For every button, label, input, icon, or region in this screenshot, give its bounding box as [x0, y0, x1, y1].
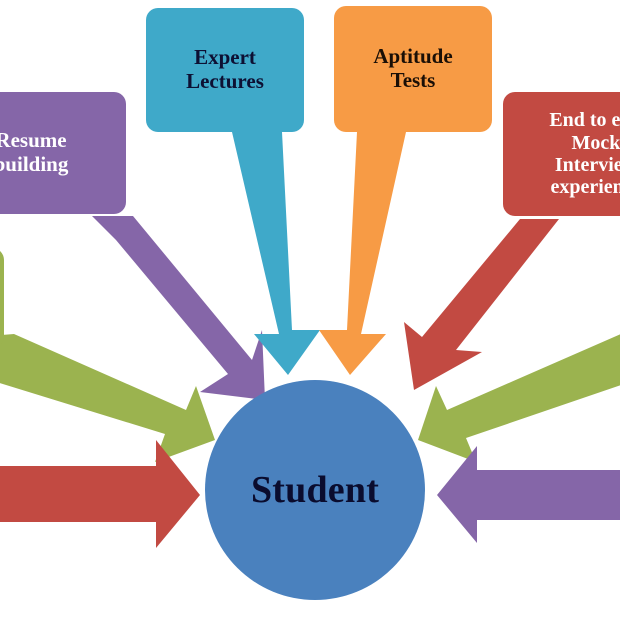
arrow-purple-right [437, 446, 620, 543]
arrow-lectures [232, 132, 320, 375]
node-aptitude-tests[interactable]: Aptitude Tests [334, 6, 492, 132]
node-offscreen-green-left[interactable] [0, 248, 4, 348]
node-mock-interview[interactable]: End to end Mock Interview experience [503, 92, 620, 216]
node-label: End to end Mock Interview experience [549, 109, 620, 199]
hub-label: Student [250, 469, 380, 511]
arrow-red-left [0, 440, 200, 548]
hub-student-circle[interactable]: Student [205, 380, 425, 600]
node-label: Aptitude Tests [373, 44, 453, 92]
arrow-green-left [0, 334, 215, 462]
arrow-resume [92, 216, 265, 400]
arrow-mock [404, 219, 559, 390]
node-label: Expert Lectures [186, 45, 264, 93]
node-resume-building[interactable]: Resume building [0, 92, 126, 214]
node-expert-lectures[interactable]: Expert Lectures [146, 8, 304, 132]
arrow-green-right [418, 334, 620, 462]
arrow-aptitude [319, 132, 406, 375]
node-label: Resume building [0, 128, 69, 176]
